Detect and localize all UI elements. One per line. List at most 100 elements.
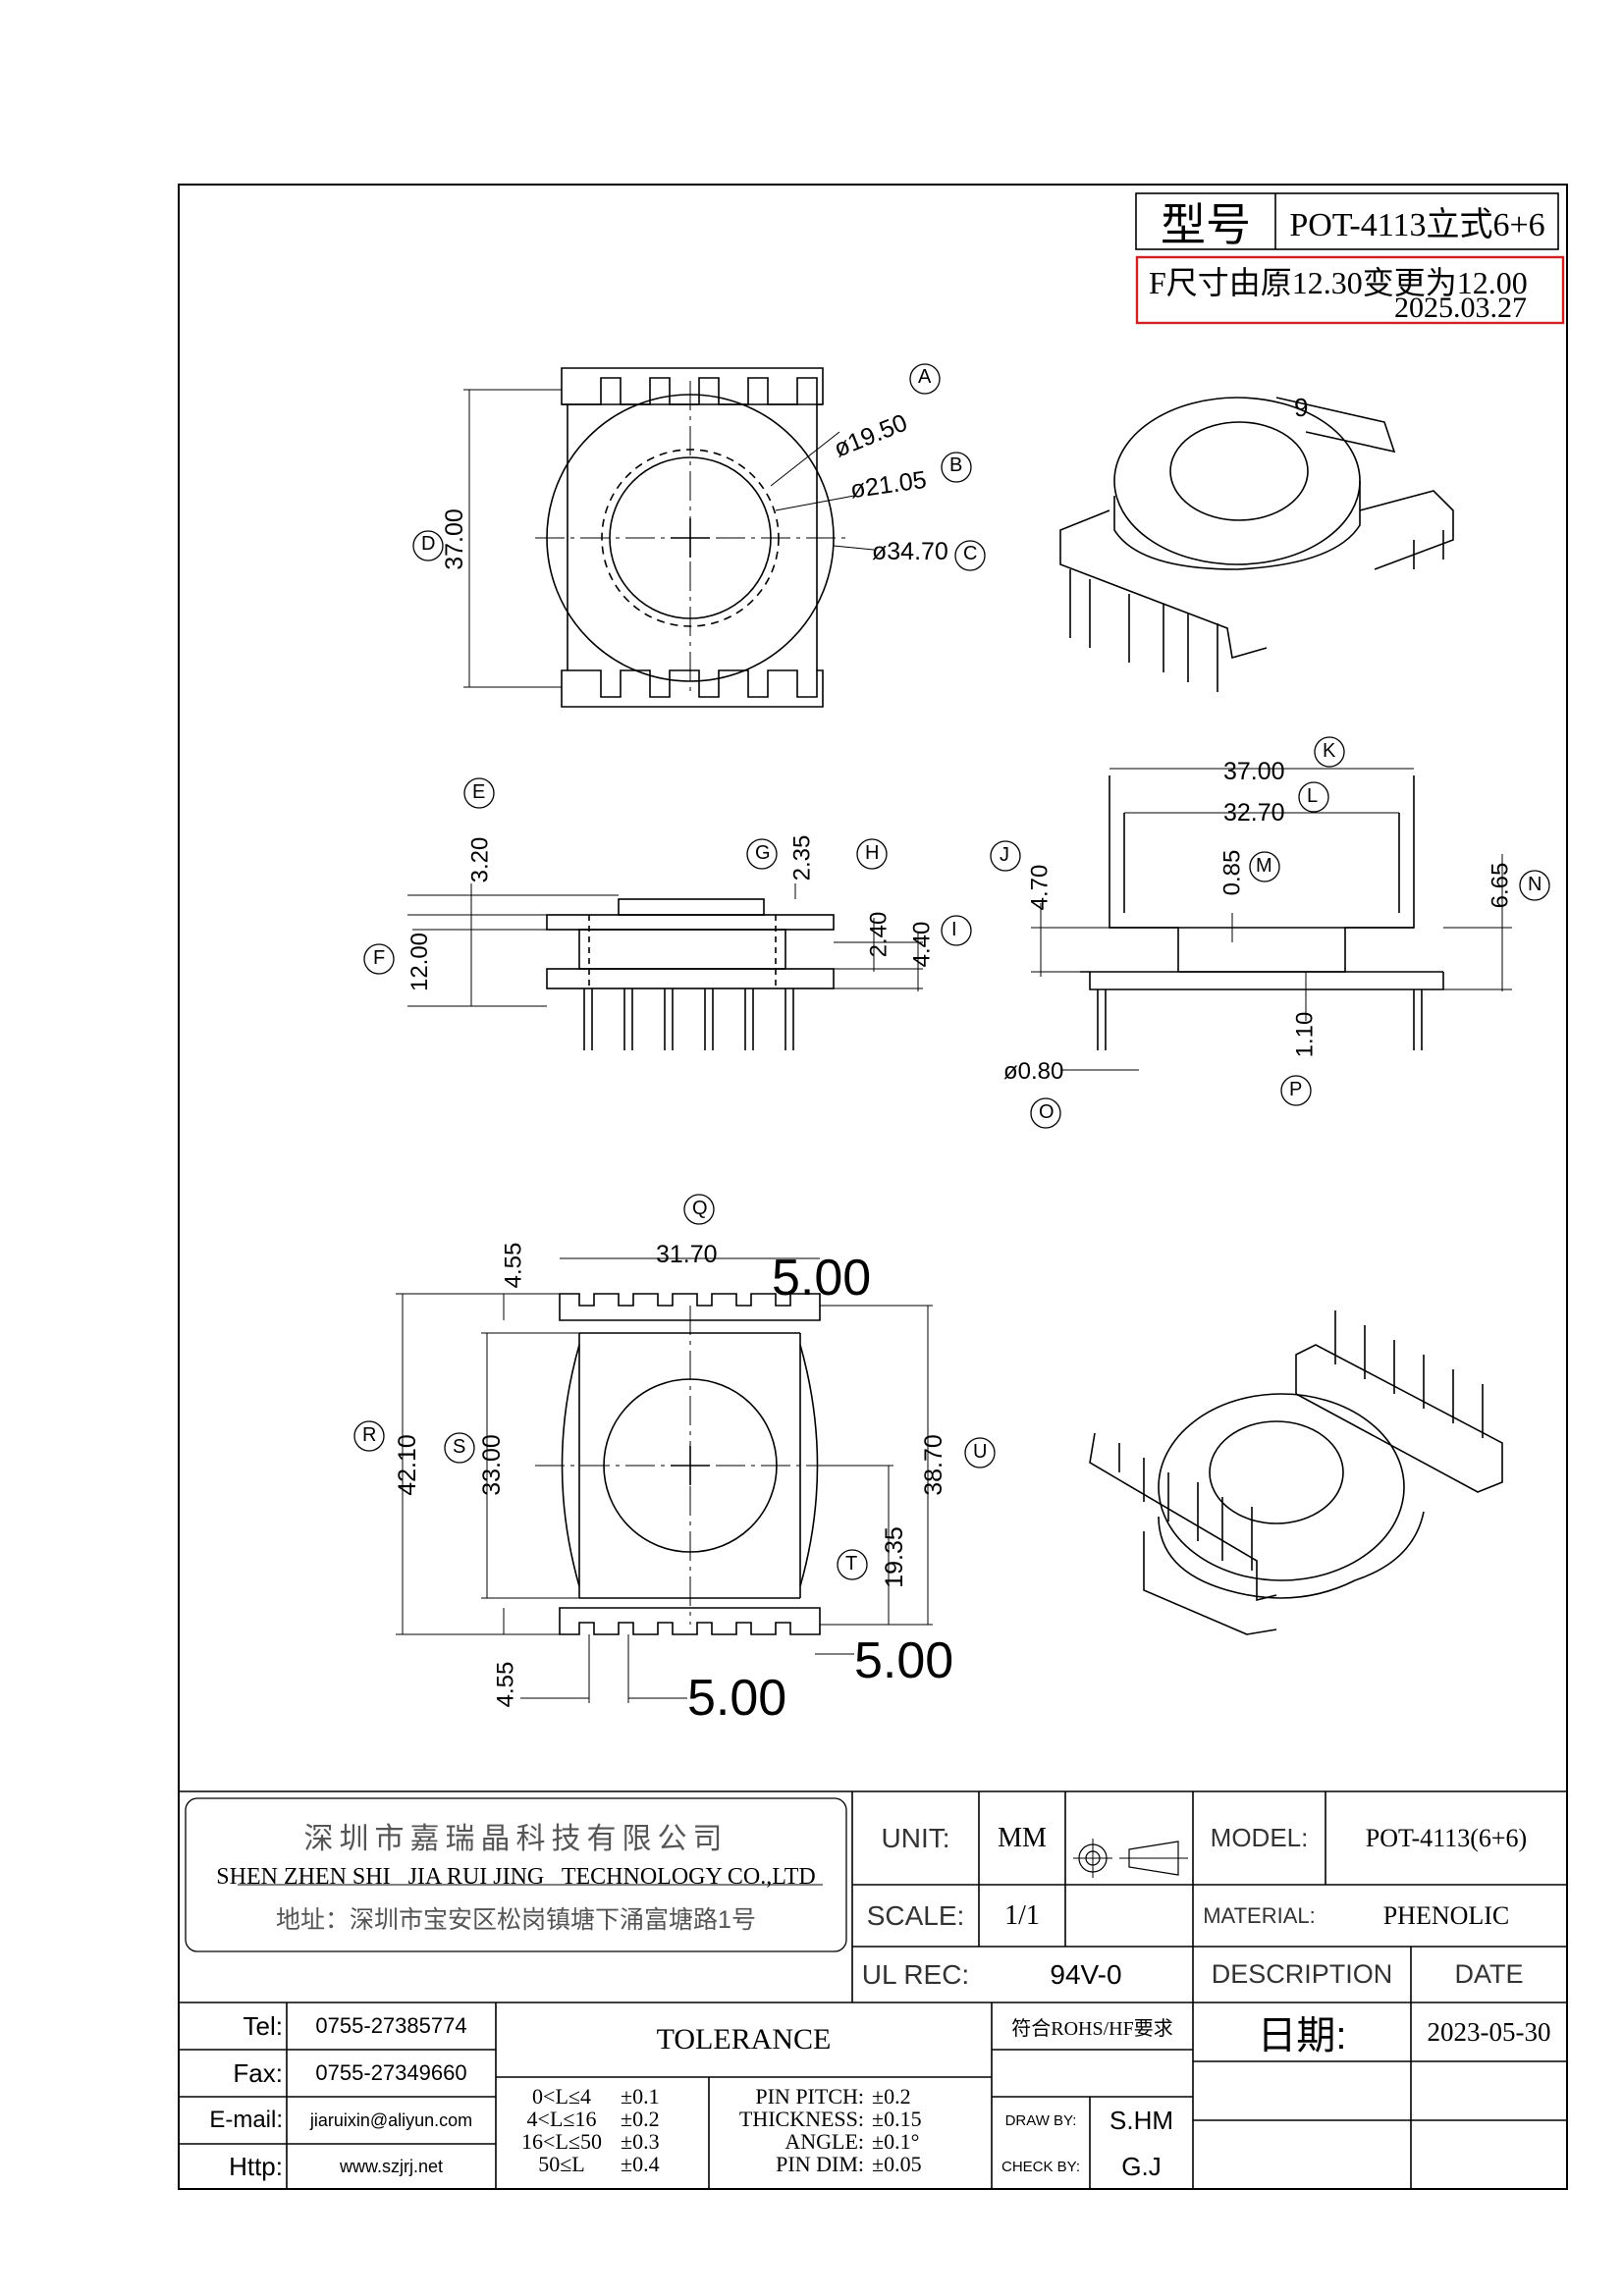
http-value[interactable]: www.szjrj.net: [339, 2156, 444, 2176]
date-label: DATE: [1454, 1959, 1524, 1989]
rohs-note: 符合ROHS/HF要求: [1011, 2017, 1173, 2040]
http-label: Http:: [229, 2151, 283, 2181]
model-header-box: [1135, 192, 1559, 250]
dim-o: ø0.80: [1003, 1058, 1064, 1085]
tol-item-value-2: ±0.15: [872, 2107, 922, 2131]
fax-value: 0755-27349660: [315, 2060, 467, 2085]
tolerance-items: PIN PITCH:±0.2 THICKNESS:±0.15 ANGLE:±0.…: [715, 2085, 990, 2175]
callout-h: H: [865, 842, 880, 864]
callout-circles: [353, 363, 1550, 1580]
tol-range-2: 4<L≤16: [526, 2107, 597, 2131]
iso-view-top: [1059, 397, 1454, 692]
top-view: [463, 367, 875, 708]
dim-m: 0.85: [1218, 849, 1246, 896]
dim-u: 38.70: [919, 1434, 947, 1496]
tol-value-1: ±0.1: [621, 2084, 660, 2109]
change-note-box: [1135, 255, 1565, 325]
callout-b: B: [949, 454, 963, 476]
model-label: MODEL:: [1210, 1823, 1309, 1852]
email-value[interactable]: jiaruixin@aliyun.com: [309, 2109, 473, 2130]
email-label: E-mail:: [209, 2107, 283, 2133]
callout-j: J: [1000, 844, 1009, 866]
company-en: SHEN ZHEN SHI JIA RUI JING TECHNOLOGY CO…: [216, 1863, 816, 1890]
description-label: DESCRIPTION: [1211, 1959, 1393, 1989]
dim-c: ø34.70: [872, 538, 948, 565]
dim-k: 37.00: [1223, 758, 1285, 785]
material-value: PHENOLIC: [1382, 1900, 1510, 1930]
dim-n: 6.65: [1487, 862, 1514, 909]
callout-m: M: [1256, 855, 1272, 877]
dim-pitch-top: 5.00: [772, 1250, 872, 1307]
dim-i: 4.40: [908, 921, 936, 968]
model-value: POT-4113立式6+6: [1289, 207, 1545, 243]
tol-value-2: ±0.2: [621, 2107, 660, 2131]
callout-n: N: [1528, 874, 1542, 895]
tolerance-title: TOLERANCE: [656, 2023, 832, 2056]
callout-u: U: [973, 1441, 988, 1463]
date-value: 2023-05-30: [1427, 2016, 1551, 2047]
model-value-tb: POT-4113(6+6): [1365, 1823, 1528, 1852]
dim-tab-top: 4.55: [500, 1242, 527, 1289]
tol-range-3: 16<L≤50: [521, 2129, 602, 2154]
dim-t: 19.35: [880, 1526, 908, 1588]
callout-l: L: [1307, 785, 1319, 807]
dim-f: 12.00: [406, 932, 434, 992]
dim-e: 3.20: [466, 836, 494, 883]
front-view: [1031, 768, 1512, 1071]
callout-q: Q: [692, 1198, 708, 1219]
dim-j: 4.70: [1026, 864, 1054, 911]
callout-e: E: [472, 781, 486, 803]
tol-range-1: 0<L≤4: [532, 2084, 591, 2109]
ulrec-value: 94V-0: [1050, 1958, 1122, 1990]
scale-value: 1/1: [1004, 1899, 1040, 1931]
tol-value-4: ±0.4: [621, 2152, 660, 2176]
check-by-value: G.J: [1121, 2151, 1162, 2181]
unit-label: UNIT:: [881, 1822, 950, 1853]
change-date: 2025.03.27: [1394, 292, 1527, 324]
tol-item-3: ANGLE:: [784, 2129, 864, 2154]
tol-item-value-1: ±0.2: [872, 2084, 911, 2109]
tolerance-ranges: 0<L≤4±0.1 4<L≤16±0.2 16<L≤50±0.3 50≤L±0.…: [503, 2085, 704, 2175]
check-by-label: CHECK BY:: [1001, 2158, 1081, 2175]
callout-c: C: [963, 543, 978, 564]
pin-mark-9: 9: [1294, 393, 1309, 422]
callout-d: D: [421, 533, 436, 555]
tel-label: Tel:: [243, 2010, 283, 2041]
tol-item-1: PIN PITCH:: [755, 2084, 864, 2109]
bottom-view: [396, 1257, 933, 1703]
side-view: [407, 883, 923, 1050]
callout-o: O: [1039, 1101, 1055, 1123]
draw-by-value: S.HM: [1109, 2105, 1173, 2135]
address: 地址：深圳市宝安区松岗镇塘下涌富塘路1号: [276, 1906, 756, 1934]
dim-d: 37.00: [440, 508, 468, 570]
tol-value-3: ±0.3: [621, 2129, 660, 2154]
title-block-grid: [179, 1790, 1567, 2189]
dim-h: 2.40: [865, 911, 893, 958]
dim-g: 2.35: [788, 834, 816, 881]
company-cn: 深圳市嘉瑞晶科技有限公司: [303, 1823, 729, 1855]
dim-tab-bottom: 4.55: [492, 1661, 519, 1708]
callout-s: S: [453, 1436, 466, 1458]
fax-label: Fax:: [233, 2057, 283, 2088]
tol-item-value-3: ±0.1°: [872, 2129, 920, 2154]
tol-item-value-4: ±0.05: [872, 2152, 922, 2176]
dim-pitch-right: 5.00: [854, 1632, 954, 1689]
callout-a: A: [918, 366, 932, 388]
iso-view-bottom: [1089, 1310, 1503, 1635]
callout-f: F: [373, 947, 386, 969]
tol-item-4: PIN DIM:: [776, 2152, 864, 2176]
dim-r: 42.10: [393, 1434, 421, 1496]
dim-s: 33.00: [477, 1434, 506, 1496]
change-note: F尺寸由原12.30变更为12.00: [1149, 265, 1528, 300]
dim-p: 1.10: [1291, 1011, 1319, 1058]
unit-value: MM: [998, 1822, 1047, 1853]
callout-t: T: [845, 1553, 858, 1575]
dim-q: 31.70: [656, 1241, 718, 1268]
model-label-cn: 型号: [1161, 197, 1251, 251]
dim-pitch-bottom: 5.00: [687, 1670, 787, 1727]
tel-value[interactable]: 0755-27385774: [315, 2013, 467, 2038]
date-cn-label: 日期:: [1257, 2014, 1347, 2057]
scale-label: SCALE:: [866, 1899, 965, 1931]
callout-g: G: [755, 842, 771, 864]
